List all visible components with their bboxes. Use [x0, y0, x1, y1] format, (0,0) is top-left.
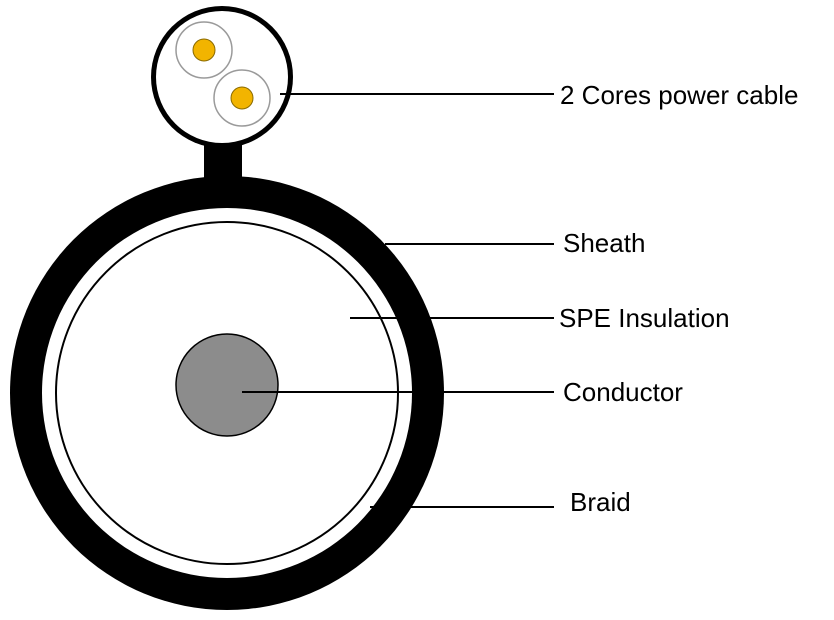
label-braid: Braid	[570, 487, 631, 517]
power-core-1-conductor	[192, 38, 216, 62]
center-conductor	[175, 333, 279, 437]
label-conductor: Conductor	[563, 377, 683, 407]
label-insulation: SPE Insulation	[559, 303, 730, 333]
power-core-2-conductor	[230, 86, 254, 110]
label-sheath: Sheath	[563, 228, 645, 258]
label-power-cable: 2 Cores power cable	[560, 80, 798, 110]
